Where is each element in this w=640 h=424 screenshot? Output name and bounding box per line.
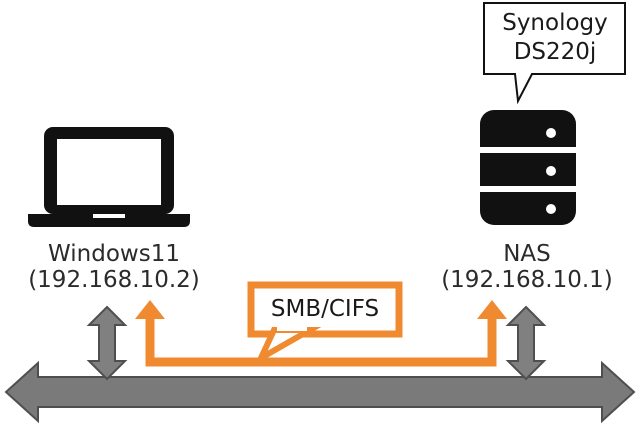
model-callout-text: Synology DS220j (486, 9, 624, 67)
protocol-callout-text: SMB/CIFS (270, 296, 380, 322)
network-bus-arrow (4, 360, 636, 424)
smb-arrowhead-nas (477, 300, 507, 319)
nas-bus-connector-arrow (505, 305, 547, 381)
drive-led-1 (546, 128, 556, 138)
model-callout-box (483, 2, 626, 105)
drive-led-3 (546, 204, 556, 214)
smb-connection-path (145, 316, 497, 367)
protocol-callout-box (247, 281, 403, 338)
drive-led-2 (546, 166, 556, 176)
smb-arrowhead-pc (135, 300, 165, 319)
pc-ip-label: (192.168.10.2) (28, 267, 200, 293)
nas-ip-label: (192.168.10.1) (441, 267, 613, 293)
nas-name-label: NAS (503, 241, 551, 267)
pc-name-label: Windows11 (48, 241, 180, 267)
model-line-2: DS220j (513, 39, 597, 65)
pc-bus-connector-arrow (86, 305, 128, 381)
model-line-1: Synology (502, 10, 608, 36)
laptop-icon (28, 127, 190, 227)
database-server-icon (474, 110, 582, 225)
